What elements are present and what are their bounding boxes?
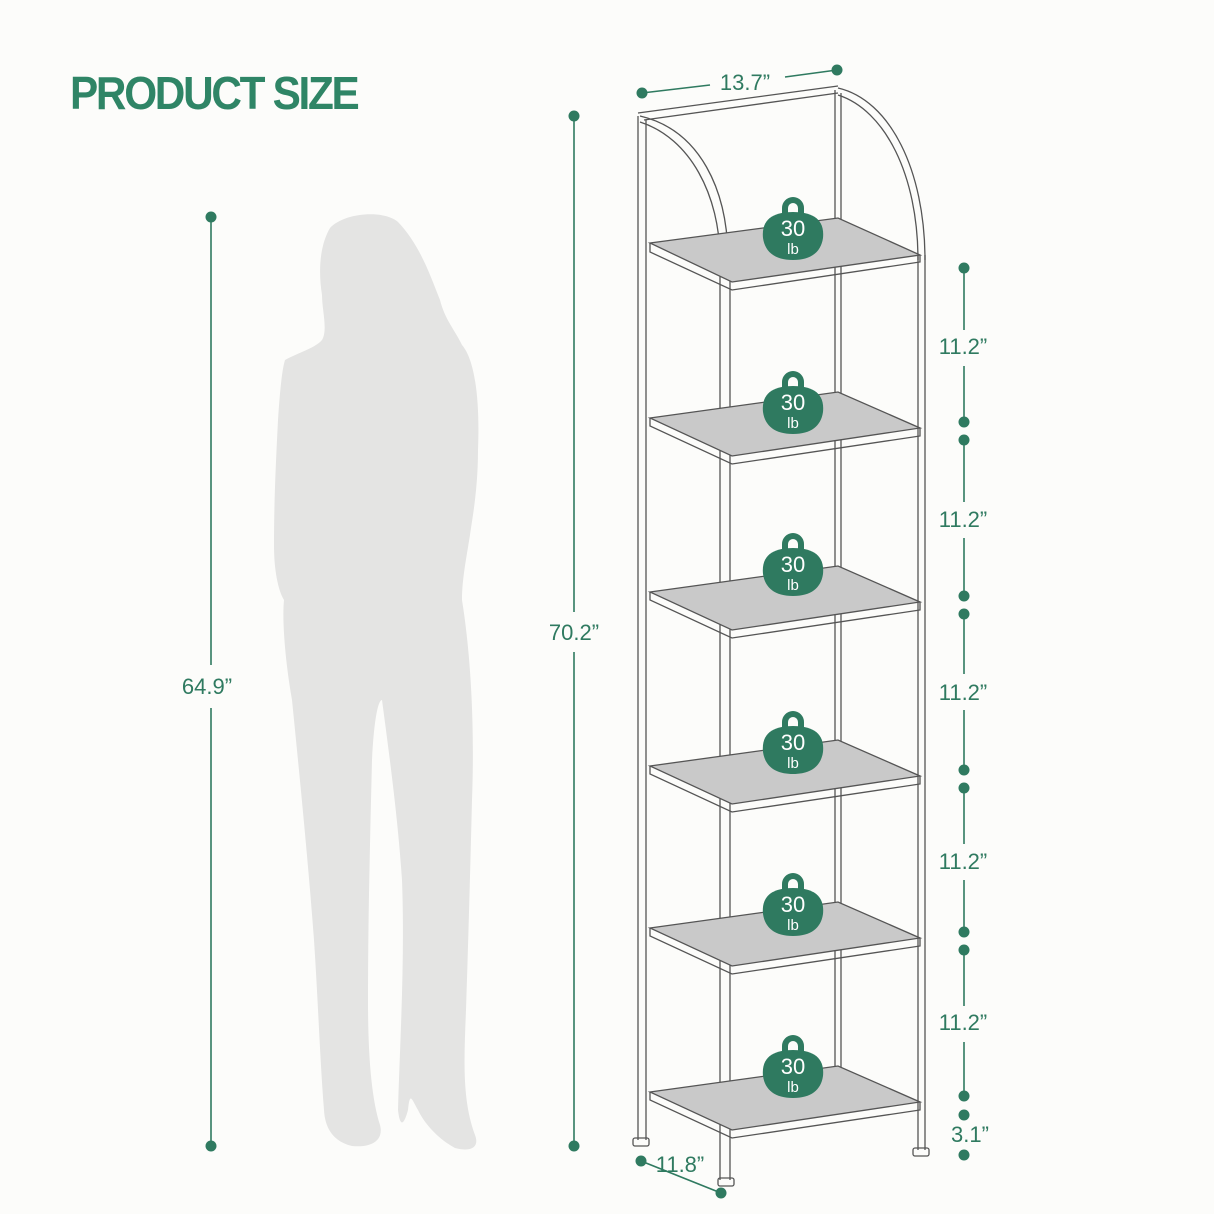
weight-unit: lb [787, 241, 799, 258]
weight-badge-1: 30 lb [762, 197, 824, 260]
depth-dimension: 11.8” [635, 1152, 727, 1199]
weight-value: 30 [781, 1054, 805, 1079]
person-silhouette [274, 214, 479, 1150]
weight-value: 30 [781, 552, 805, 577]
total-height-dimension: 70.2” [549, 110, 599, 1152]
weight-badge-6: 30 lb [762, 1035, 824, 1098]
person-height-label: 64.9” [182, 674, 232, 699]
total-height-label: 70.2” [549, 620, 599, 645]
weight-unit: lb [787, 755, 799, 772]
spacing-label-4: 11.2” [939, 849, 988, 874]
weight-badge-5: 30 lb [762, 873, 824, 936]
depth-label: 11.8” [656, 1152, 705, 1177]
width-dimension: 13.7” [636, 64, 843, 99]
weight-value: 30 [781, 892, 805, 917]
weight-badge-2: 30 lb [762, 371, 824, 434]
weight-unit: lb [787, 415, 799, 432]
person-height-dimension: 64.9” [182, 211, 232, 1152]
weight-badge-3: 30 lb [762, 533, 824, 596]
weight-unit: lb [787, 917, 799, 934]
spacing-label-5: 11.2” [939, 1010, 988, 1035]
spacing-label-1: 11.2” [939, 334, 988, 359]
weight-badge-4: 30 lb [762, 711, 824, 774]
bottom-clearance-label: 3.1” [951, 1122, 989, 1147]
width-label: 13.7” [720, 70, 770, 95]
spacing-label-3: 11.2” [939, 680, 988, 705]
weight-unit: lb [787, 1079, 799, 1096]
page-title: PRODUCT SIZE [70, 67, 360, 119]
weight-value: 30 [781, 216, 805, 241]
weight-value: 30 [781, 730, 805, 755]
weight-unit: lb [787, 577, 799, 594]
spacing-label-2: 11.2” [939, 507, 988, 532]
weight-value: 30 [781, 390, 805, 415]
shelf-spacing-dimensions: 11.2” 11.2” 11.2” 11.2” 11.2” 3.1” [939, 262, 989, 1161]
